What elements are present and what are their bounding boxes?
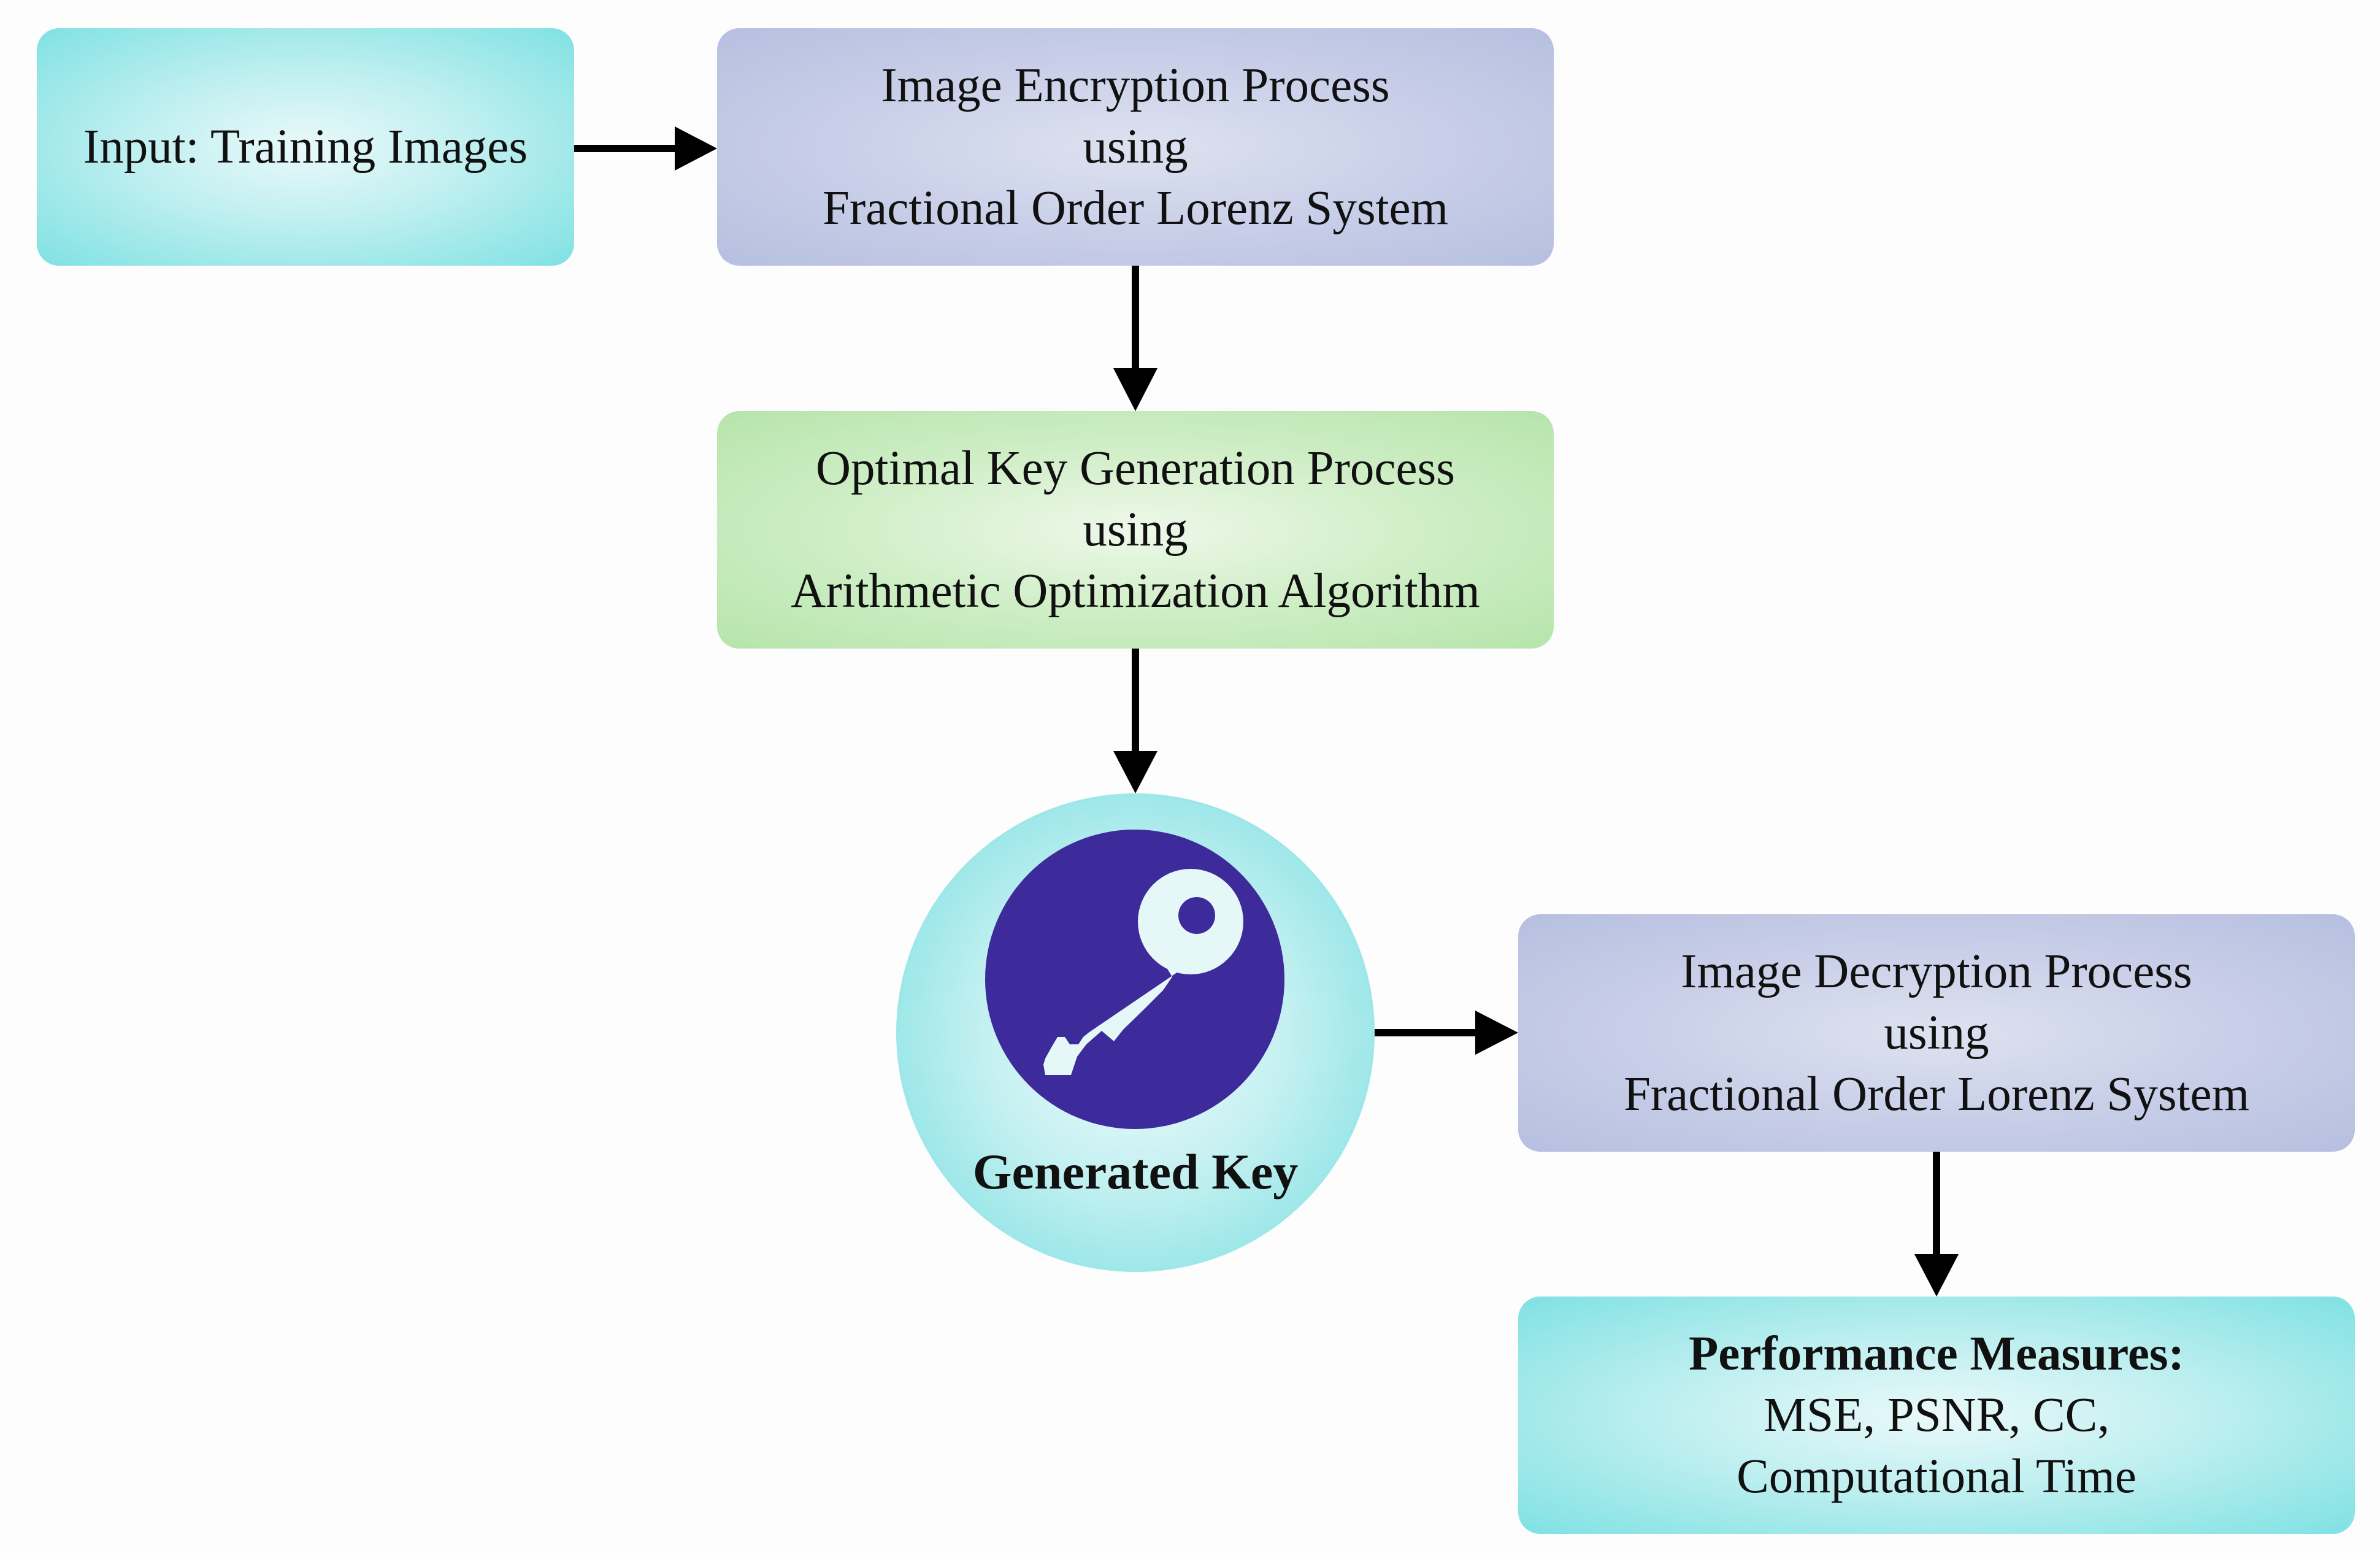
arrowhead-input-to-encryption <box>675 126 717 171</box>
keygen-method: Arithmetic Optimization Algorithm <box>791 564 1480 618</box>
key-generation-box: Optimal Key Generation Process using Ari… <box>717 411 1554 649</box>
input-box-label: Input: Training Images <box>83 120 528 174</box>
keygen-using: using <box>1083 503 1188 557</box>
arrowhead-decryption-to-performance <box>1914 1254 1959 1297</box>
image-decryption-box: Image Decryption Process using Fractiona… <box>1518 914 2355 1152</box>
generated-key-label: Generated Key <box>972 1144 1299 1200</box>
arrowhead-keygen-to-key <box>1113 751 1157 793</box>
decryption-using: using <box>1884 1006 1989 1060</box>
input-training-images-box: Input: Training Images <box>37 28 574 266</box>
encryption-title: Image Encryption Process <box>881 58 1390 112</box>
arrowhead-encryption-to-keygen <box>1113 368 1157 411</box>
image-encryption-box: Image Encryption Process using Fractiona… <box>717 28 1554 266</box>
key-icon-badge <box>985 830 1284 1129</box>
encryption-using: using <box>1083 120 1188 174</box>
decryption-title: Image Decryption Process <box>1681 944 2192 998</box>
decryption-method: Fractional Order Lorenz System <box>1623 1067 2250 1121</box>
arrowhead-key-to-decryption <box>1475 1011 1518 1055</box>
performance-time: Computational Time <box>1737 1449 2136 1503</box>
performance-metrics: MSE, PSNR, CC, <box>1763 1388 2110 1442</box>
encryption-method: Fractional Order Lorenz System <box>822 181 1449 235</box>
key-icon <box>1043 869 1243 1075</box>
performance-title: Performance Measures: <box>1689 1327 2184 1381</box>
performance-measures-box: Performance Measures: MSE, PSNR, CC, Com… <box>1518 1297 2355 1534</box>
keygen-title: Optimal Key Generation Process <box>815 441 1456 495</box>
